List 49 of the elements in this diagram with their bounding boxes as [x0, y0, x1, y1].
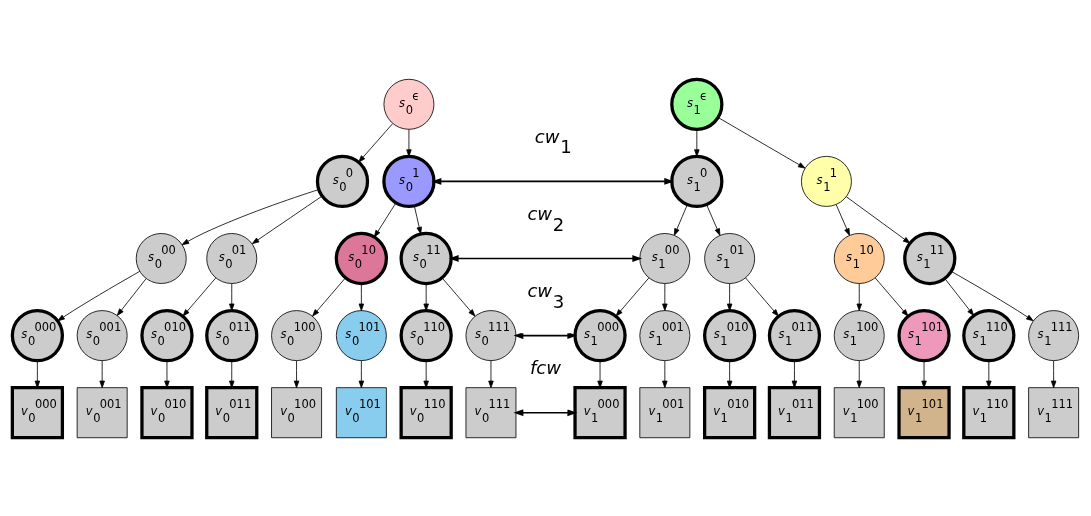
arrow [182, 277, 217, 316]
arrow [845, 195, 911, 244]
arrow [921, 359, 927, 388]
arrow [706, 203, 721, 236]
arrow [229, 282, 235, 311]
arrow [835, 203, 850, 236]
arrow [986, 359, 992, 388]
arrow [293, 359, 300, 388]
arrow [406, 128, 412, 157]
arrow [116, 277, 147, 316]
arrow [373, 201, 397, 237]
arrow [726, 359, 733, 388]
arrow [251, 195, 323, 244]
arrow [229, 359, 235, 388]
arrow [34, 359, 41, 388]
arrow [488, 359, 494, 388]
arrow [358, 359, 365, 388]
arrow [99, 359, 105, 388]
arrow [950, 270, 1034, 321]
arrow [358, 122, 393, 163]
arrow [874, 277, 909, 316]
arrow [662, 359, 668, 388]
arrow [745, 277, 779, 316]
arrow [726, 282, 733, 311]
arrow [431, 177, 675, 185]
arrow [615, 277, 650, 316]
arrow [164, 359, 170, 388]
arrow [57, 270, 141, 321]
arrow [441, 277, 476, 316]
arrow [717, 116, 806, 168]
arrow [312, 277, 346, 316]
arrow [694, 128, 700, 157]
arrow [856, 359, 862, 388]
arrow [423, 282, 429, 311]
arrow [513, 408, 578, 416]
arrow [791, 359, 798, 388]
arrow [413, 205, 422, 234]
arrow [856, 282, 862, 311]
arrow [448, 254, 643, 262]
arrow [513, 331, 578, 339]
arrow [1050, 359, 1057, 388]
edge-label: fcw [529, 356, 561, 378]
arrow [597, 359, 603, 388]
arrow [944, 277, 975, 316]
arrow [662, 282, 668, 311]
arrow [358, 282, 365, 311]
arrow [423, 359, 429, 388]
arrow [181, 188, 320, 245]
arrow [673, 203, 688, 236]
